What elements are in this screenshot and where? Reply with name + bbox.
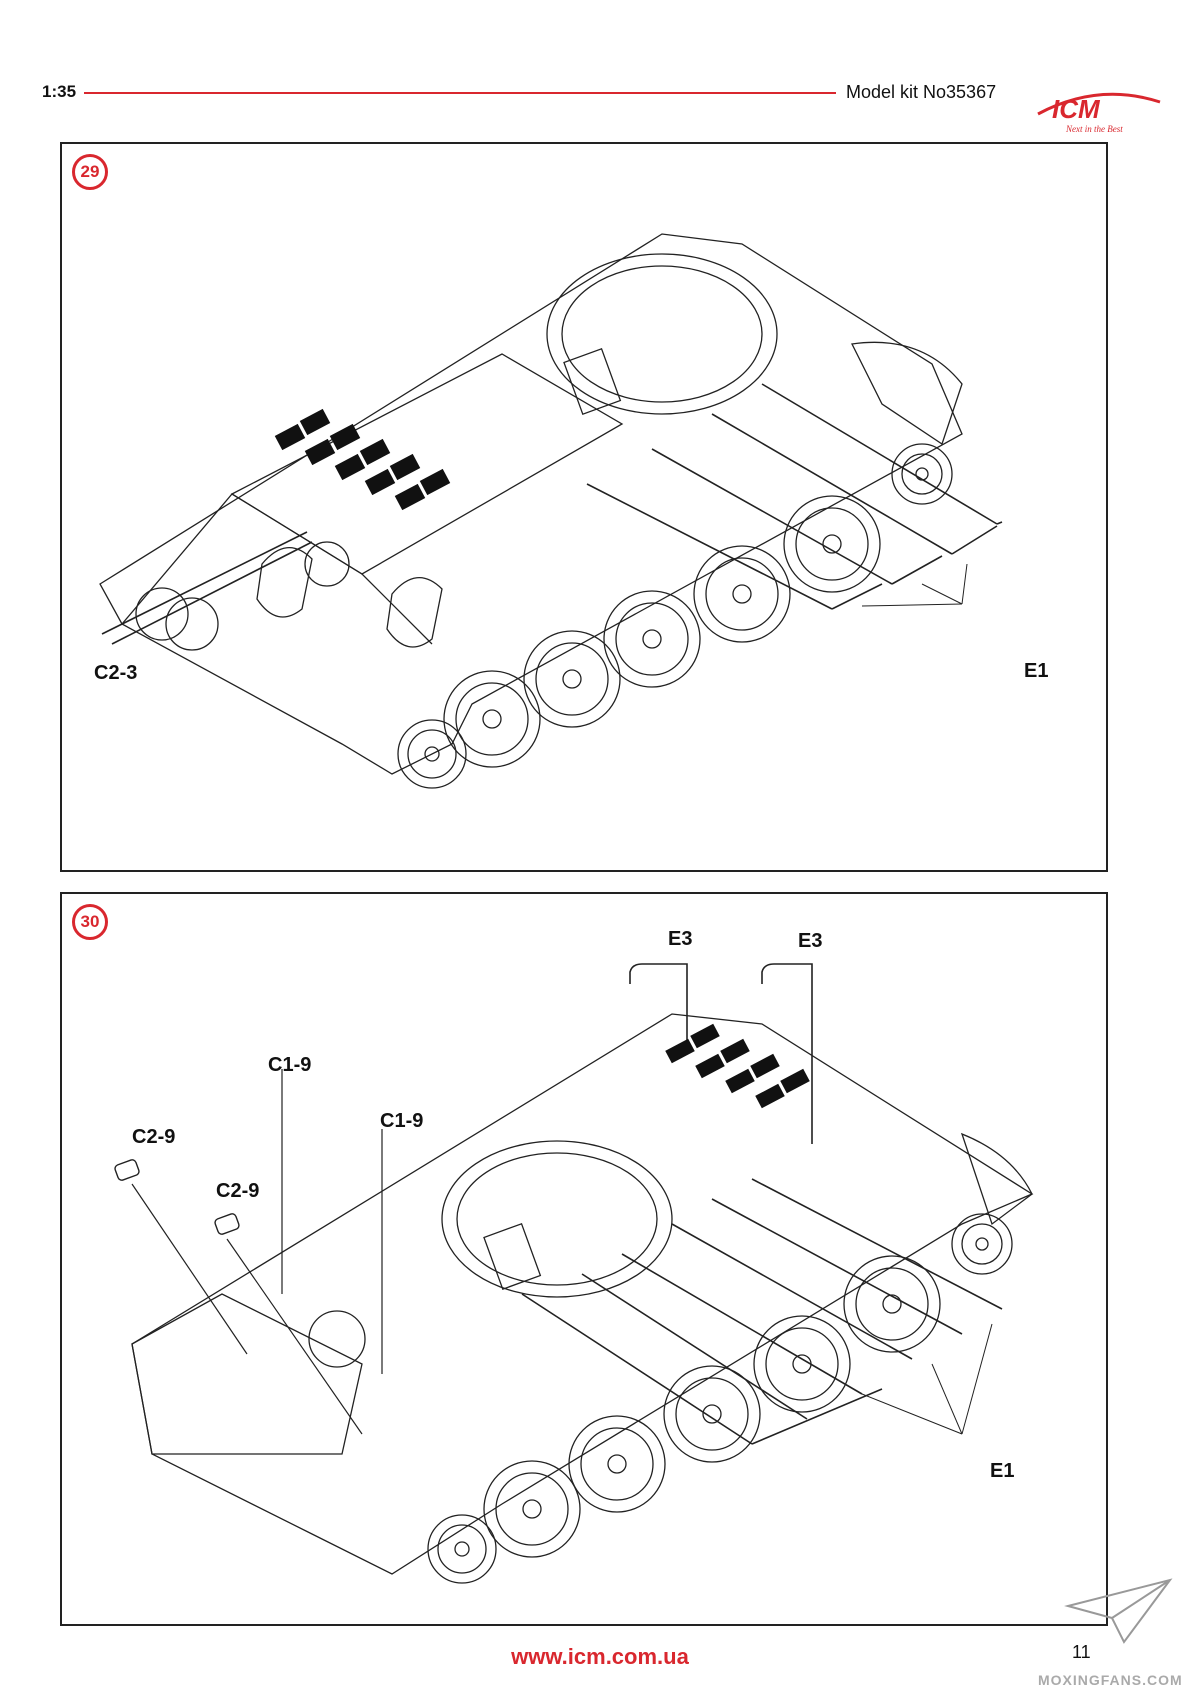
rear-inspection-cover	[304, 541, 350, 587]
engine-grille	[274, 408, 451, 511]
step-30-panel: 30	[60, 892, 1108, 1626]
hull-outline	[131, 1013, 1034, 1575]
e1-handrails	[521, 1178, 1003, 1445]
watermark: MOXINGFANS.COM	[1038, 1672, 1183, 1688]
website-url[interactable]: www.icm.com.ua	[511, 1644, 689, 1669]
rear-hatch	[386, 576, 443, 648]
rear-fender	[960, 1132, 1033, 1226]
paper-plane-icon	[1064, 1578, 1173, 1644]
e1-handrails	[586, 383, 1003, 610]
part-label-e1: E1	[990, 1460, 1015, 1482]
part-label-e3: E3	[668, 928, 693, 950]
c-part-leaders	[131, 1069, 383, 1435]
c2-9-parts	[114, 1159, 240, 1235]
driver-hatch	[308, 1310, 366, 1368]
icm-logo: ICM Next in the Best	[1037, 92, 1161, 134]
road-wheels	[135, 443, 953, 789]
turret-ring	[441, 1140, 673, 1298]
road-wheels	[427, 1213, 1013, 1584]
part-label-e1: E1	[1024, 660, 1049, 682]
header-rule	[84, 92, 836, 94]
step-29-panel: 29	[60, 142, 1108, 872]
engine-grille	[665, 1023, 810, 1109]
brand-wordmark: ICM	[1052, 94, 1101, 124]
part-label-c2-9: C2-9	[132, 1126, 176, 1148]
e3-handles	[629, 963, 813, 1144]
part-label-c2-3: C2-3	[94, 662, 138, 684]
part-label-c1-9: C1-9	[380, 1110, 424, 1132]
e1-leader-lines	[861, 1323, 993, 1435]
step-number-badge: 29	[72, 154, 108, 190]
e1-leader-lines	[861, 563, 968, 607]
rear-plate	[121, 493, 433, 645]
c2-3-part	[101, 531, 313, 645]
part-label-e3: E3	[798, 930, 823, 952]
page-number: 11	[1072, 1642, 1091, 1662]
turret-ring	[546, 253, 778, 415]
step-30-drawing	[114, 963, 1034, 1584]
step-29-drawing	[99, 233, 1003, 789]
kit-number: Model kit No35367	[846, 82, 997, 102]
hull-outline	[99, 233, 963, 775]
brand-tagline: Next in the Best	[1065, 124, 1123, 134]
scale-label: 1:35	[42, 82, 77, 101]
step-number-badge: 30	[72, 904, 108, 940]
rear-hatch	[256, 546, 313, 618]
part-label-c2-9: C2-9	[216, 1180, 260, 1202]
part-label-c1-9: C1-9	[268, 1054, 312, 1076]
front-glacis	[131, 1293, 363, 1455]
front-fender	[851, 341, 963, 446]
